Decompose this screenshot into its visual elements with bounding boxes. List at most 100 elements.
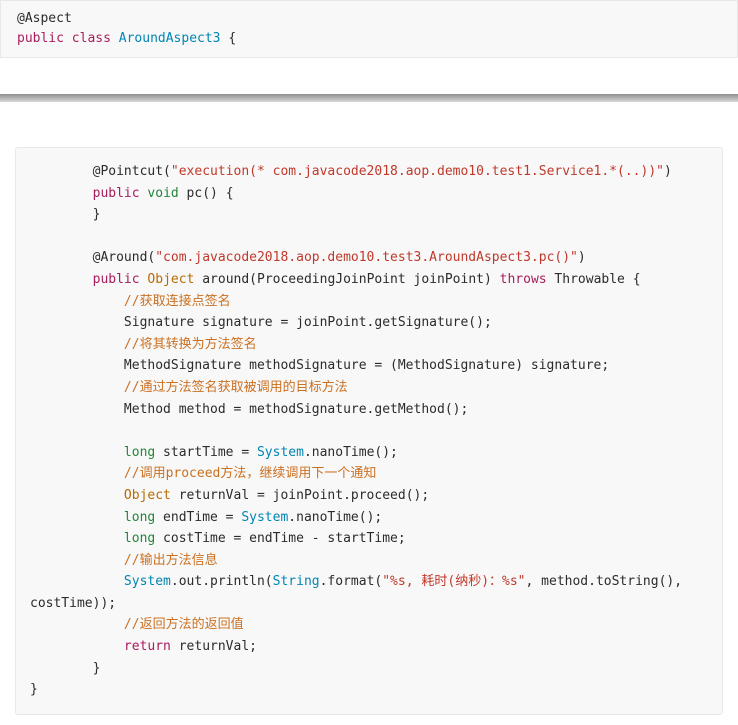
code-token	[30, 488, 124, 503]
code-line: public void pc() {	[30, 183, 708, 205]
code-line: long costTime = endTime - startTime;	[30, 528, 708, 550]
code-token	[30, 445, 124, 460]
code-token: returnVal;	[170, 639, 257, 655]
code-token	[30, 531, 124, 546]
code-token	[30, 617, 124, 632]
code-token: public	[17, 31, 64, 46]
code-token	[30, 423, 38, 438]
code-token	[30, 380, 124, 395]
code-token: "%s, 耗时(纳秒)：%s"	[382, 574, 526, 590]
code-token: public	[92, 271, 140, 287]
code-line	[30, 420, 708, 442]
code-token: Object	[147, 271, 195, 287]
code-token: Signature signature = joinPoint.getSigna…	[30, 315, 492, 331]
code-token: @Aspect	[17, 11, 72, 26]
code-token: "execution(* com.javacode2018.aop.demo10…	[170, 164, 664, 179]
code-token: String	[272, 574, 320, 590]
code-token: //将其转换为方法签名	[123, 336, 257, 352]
code-token: costTime = endTime - startTime;	[155, 531, 406, 547]
code-line: //获取连接点签名	[30, 291, 708, 313]
code-token: )	[663, 164, 672, 179]
code-token: class	[71, 31, 111, 46]
code-token	[30, 229, 38, 244]
code-token	[30, 639, 124, 654]
code-line: //输出方法信息	[30, 550, 708, 572]
code-line: //通过方法签名获取被调用的目标方法	[30, 377, 708, 399]
code-token: .format(	[319, 574, 383, 590]
code-line: @Pointcut("execution(* com.javacode2018.…	[30, 161, 708, 183]
code-token	[30, 294, 124, 309]
code-token: @Around(	[30, 250, 156, 266]
code-token	[30, 337, 124, 352]
code-line: }	[30, 679, 708, 701]
code-token: )	[577, 250, 586, 266]
code-line: @Around("com.javacode2018.aop.demo10.tes…	[30, 247, 708, 269]
code-token: @Pointcut(	[30, 164, 171, 179]
code-line: public Object around(ProceedingJoinPoint…	[30, 269, 708, 291]
code-token: long	[123, 444, 156, 460]
code-token: System	[123, 574, 171, 590]
code-token: {	[220, 31, 237, 46]
code-token: around(ProceedingJoinPoint joinPoint)	[194, 271, 500, 287]
code-line: MethodSignature methodSignature = (Metho…	[30, 355, 708, 377]
code-token: Object	[123, 487, 171, 503]
code-line: Object returnVal = joinPoint.proceed();	[30, 485, 708, 507]
code-line: long endTime = System.nanoTime();	[30, 507, 708, 529]
code-token: void	[147, 185, 179, 201]
code-token	[30, 186, 93, 201]
code-token: AroundAspect3	[118, 31, 221, 46]
code-token	[64, 31, 72, 46]
code-line: long startTime = System.nanoTime();	[30, 442, 708, 464]
code-token: .out.println(	[170, 574, 273, 590]
code-token: System	[241, 509, 289, 525]
code-token	[30, 574, 124, 589]
code-token: Throwable {	[546, 271, 641, 287]
code-block-class-declaration: @Aspect public class AroundAspect3 {	[0, 0, 738, 58]
code-token: //通过方法签名获取被调用的目标方法	[123, 379, 348, 395]
code-token: Method method = methodSignature.getMetho…	[30, 401, 469, 417]
code-block-aspect-body: @Pointcut("execution(* com.javacode2018.…	[15, 147, 723, 715]
code-token: }	[30, 682, 38, 698]
code-line: costTime));	[30, 593, 708, 615]
code-token: costTime));	[30, 595, 117, 611]
code-token	[30, 466, 124, 481]
code-line: public class AroundAspect3 {	[17, 29, 721, 49]
code-line	[30, 226, 708, 248]
code-token	[30, 272, 93, 287]
code-token: returnVal = joinPoint.proceed();	[170, 487, 430, 503]
code-token	[30, 510, 124, 525]
code-line: return returnVal;	[30, 636, 708, 658]
code-line: //调用proceed方法，继续调用下一个通知	[30, 463, 708, 485]
code-token: startTime =	[155, 444, 257, 460]
code-token: return	[123, 639, 171, 655]
code-token: public	[92, 185, 140, 201]
code-line: //将其转换为方法签名	[30, 334, 708, 356]
code-token: //输出方法信息	[123, 552, 218, 568]
code-token: }	[30, 207, 101, 223]
code-token: throws	[499, 271, 547, 287]
code-token: MethodSignature methodSignature = (Metho…	[30, 358, 610, 374]
code-token: System	[256, 444, 304, 460]
code-line: System.out.println(String.format("%s, 耗时…	[30, 571, 708, 593]
code-token: .nanoTime();	[288, 509, 383, 525]
code-line: }	[30, 658, 708, 680]
code-token: //获取连接点签名	[123, 293, 231, 309]
code-token: //返回方法的返回值	[123, 617, 244, 633]
code-line: }	[30, 204, 708, 226]
code-token: }	[30, 660, 101, 676]
code-line: @Aspect	[17, 9, 721, 29]
code-token	[111, 31, 119, 46]
code-token: "com.javacode2018.aop.demo10.test3.Aroun…	[155, 250, 578, 266]
code-line: Method method = methodSignature.getMetho…	[30, 399, 708, 421]
code-token: pc() {	[178, 185, 234, 201]
section-divider	[0, 94, 738, 102]
code-line: Signature signature = joinPoint.getSigna…	[30, 312, 708, 334]
code-token: long	[123, 509, 156, 525]
code-token: , method.toString(),	[525, 574, 683, 590]
code-token: long	[123, 531, 156, 547]
code-token: //调用proceed方法，继续调用下一个通知	[123, 466, 377, 482]
code-token: endTime =	[155, 509, 242, 525]
code-token: .nanoTime();	[303, 444, 398, 460]
code-token	[30, 553, 124, 568]
